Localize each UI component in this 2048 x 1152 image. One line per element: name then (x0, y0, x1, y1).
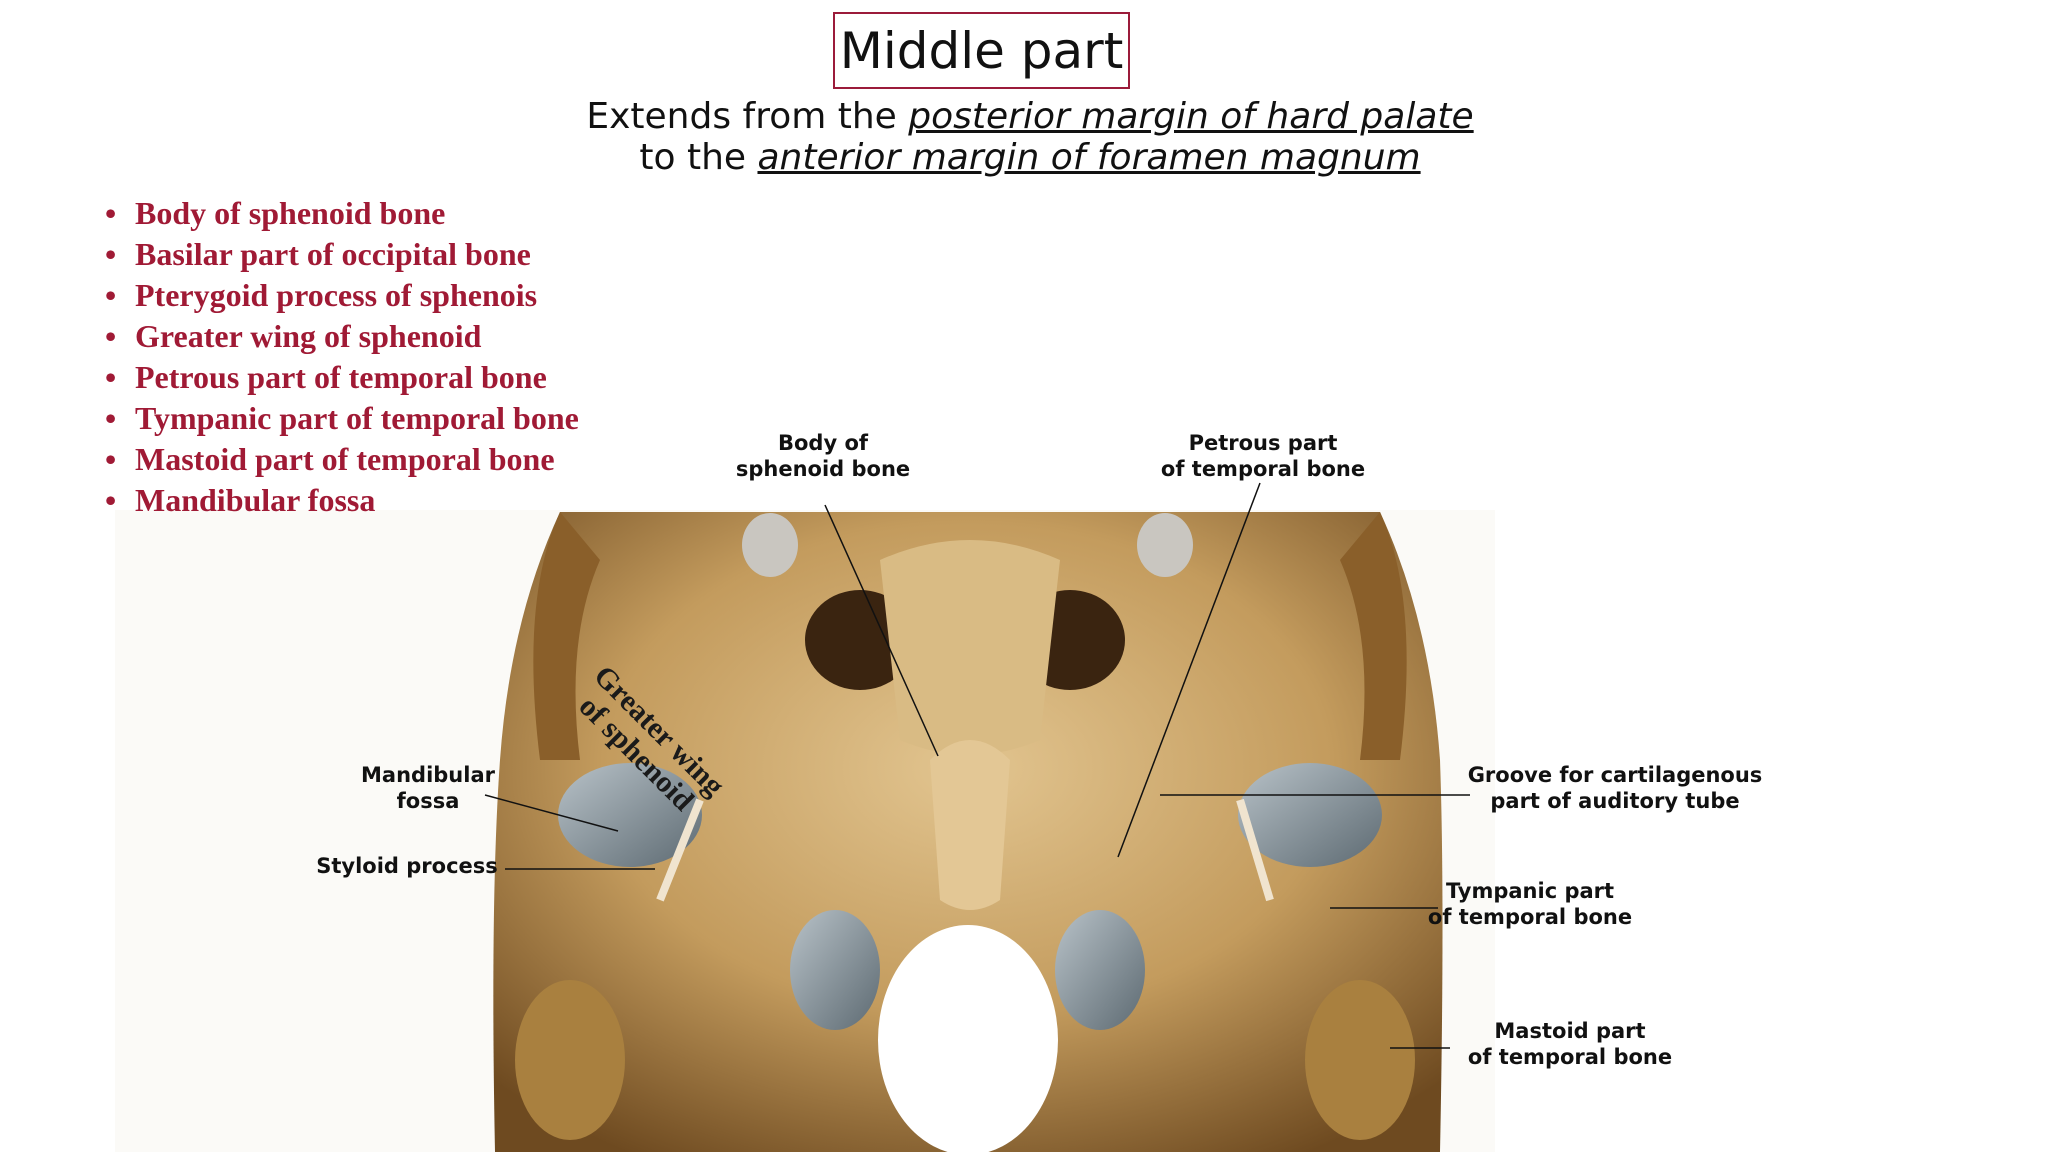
label-body-of-sphenoid: Body of sphenoid bone (725, 430, 921, 482)
label-line: of temporal bone (1160, 457, 1366, 481)
bullet-text: Petrous part of temporal bone (135, 359, 547, 395)
bullet-dot: • (105, 195, 117, 231)
label-line: fossa (396, 789, 460, 813)
list-item: • Petrous part of temporal bone (105, 357, 579, 398)
label-groove-auditory-tube: Groove for cartilagenous part of auditor… (1460, 762, 1770, 814)
list-item: • Tympanic part of temporal bone (105, 398, 579, 439)
label-line: Body of (777, 431, 869, 455)
subtitle-prefix-1: Extends from the (586, 96, 909, 137)
label-line: sphenoid bone (735, 457, 911, 481)
subtitle-emphasis-2: anterior margin of foramen magnum (757, 137, 1421, 178)
bullet-dot: • (105, 359, 117, 395)
label-styloid-process: Styloid process (316, 854, 498, 878)
bullet-text: Basilar part of occipital bone (135, 236, 531, 272)
bullet-text: Pterygoid process of sphenois (135, 277, 538, 313)
list-item: • Mandibular fossa (105, 480, 579, 521)
subtitle-emphasis-1: posterior margin of hard palate (908, 96, 1474, 137)
list-item: • Greater wing of sphenoid (105, 316, 579, 357)
subtitle: Extends from the posterior margin of har… (560, 96, 1500, 178)
bullet-dot: • (105, 482, 117, 518)
list-item: • Pterygoid process of sphenois (105, 275, 579, 316)
bullet-dot: • (105, 318, 117, 354)
label-line: Petrous part (1188, 431, 1338, 455)
bullet-list: • Body of sphenoid bone • Basilar part of … (105, 193, 579, 521)
list-item: • Body of sphenoid bone (105, 193, 579, 234)
bullet-text: Tympanic part of temporal bone (135, 400, 579, 436)
subtitle-prefix-2: to the (639, 137, 758, 178)
label-mastoid-part: Mastoid part of temporal bone (1465, 1018, 1675, 1070)
slide-title: Middle part (833, 12, 1130, 89)
label-tympanic-part: Tympanic part of temporal bone (1425, 878, 1635, 930)
label-line: Tympanic part (1445, 879, 1615, 903)
bullet-dot: • (105, 400, 117, 436)
label-line: part of auditory tube (1490, 789, 1740, 813)
bullet-dot: • (105, 236, 117, 272)
bullet-text: Mandibular fossa (135, 482, 376, 518)
label-line: Groove for cartilagenous (1467, 763, 1763, 787)
label-line: of temporal bone (1427, 905, 1633, 929)
bullet-text: Greater wing of sphenoid (135, 318, 482, 354)
list-item: • Mastoid part of temporal bone (105, 439, 579, 480)
list-item: • Basilar part of occipital bone (105, 234, 579, 275)
label-mandibular-fossa: Mandibular fossa (350, 762, 506, 814)
bullet-text: Mastoid part of temporal bone (135, 441, 555, 477)
subtitle-line-2: to the anterior margin of foramen magnum (560, 137, 1500, 178)
bullet-dot: • (105, 277, 117, 313)
label-line: Mandibular (361, 763, 495, 787)
subtitle-line-1: Extends from the posterior margin of har… (560, 96, 1500, 137)
bullet-text: Body of sphenoid bone (135, 195, 446, 231)
bullet-dot: • (105, 441, 117, 477)
label-line: Mastoid part (1494, 1019, 1646, 1043)
label-line: of temporal bone (1467, 1045, 1673, 1069)
label-petrous-part: Petrous part of temporal bone (1150, 430, 1376, 482)
